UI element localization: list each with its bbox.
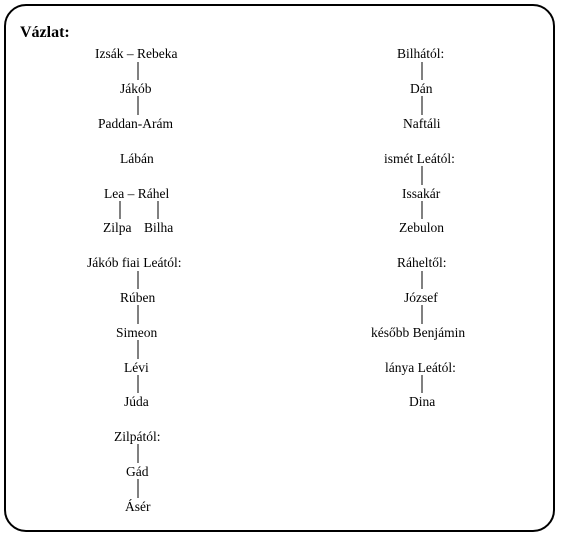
node-leah-rachel: Lea – Ráhel (104, 186, 170, 201)
node-issachar: Issakár (402, 186, 441, 201)
node-levi: Lévi (124, 360, 149, 375)
node-judah: Júda (124, 394, 149, 409)
node-zilpah: Zilpa (103, 220, 132, 235)
node-reuben: Rúben (120, 290, 156, 305)
node-again-from-leah: ismét Leától: (384, 151, 455, 166)
node-gad: Gád (126, 464, 149, 479)
node-isaac-rebekah: Izsák – Rebeka (95, 46, 178, 61)
node-jacob: Jákób (120, 81, 152, 96)
node-dinah: Dina (409, 394, 436, 409)
node-joseph: József (404, 290, 438, 305)
node-simeon: Simeon (116, 325, 158, 340)
node-zebulun: Zebulon (399, 220, 444, 235)
node-daughter-from-leah: lánya Leától: (385, 360, 456, 375)
node-sons-from-leah: Jákób fiai Leától: (87, 255, 182, 270)
node-laban: Lábán (120, 151, 154, 166)
node-bilhah: Bilha (144, 220, 174, 235)
node-from-rachel: Ráheltől: (397, 255, 447, 270)
node-later-benjamin: később Benjámin (371, 325, 466, 340)
diagram-frame (4, 4, 555, 532)
node-dan: Dán (410, 81, 433, 96)
diagram-title: Vázlat: (20, 24, 70, 41)
node-from-bilhah: Bilhától: (397, 46, 445, 61)
node-naphtali: Naftáli (403, 116, 441, 131)
node-paddan-aram: Paddan-Arám (98, 116, 173, 131)
node-asher: Ásér (125, 499, 151, 514)
node-from-zilpah: Zilpától: (114, 429, 161, 444)
